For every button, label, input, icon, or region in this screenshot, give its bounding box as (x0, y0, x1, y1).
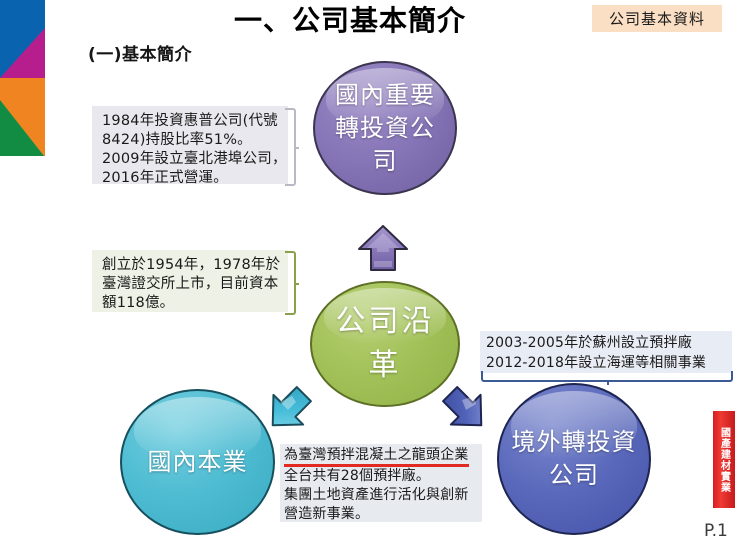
callout-core-line-3: 營造新事業。 (284, 506, 370, 522)
callout-overseas-bracket (481, 371, 733, 385)
circle-domestic-core-business[interactable]: 國內本業 (120, 389, 275, 535)
page-title: 一、公司基本簡介 (233, 4, 466, 37)
callout-core-line-2: 集團土地資產進行活化與創新 (284, 487, 469, 503)
callout-history-line-1: 創立於1954年，1978年於 (102, 257, 281, 273)
callout-investment-line-3: 2009年設立臺北港埠公司， (102, 151, 287, 167)
callout-core-business: 為臺灣預拌混凝土之龍頭企業 全台共有28個預拌廠。 集團土地資產進行活化與創新 … (280, 444, 482, 522)
circle-overseas-investments[interactable]: 境外轉投資公司 (497, 383, 651, 535)
callout-overseas: 2003-2005年於蘇州設立預拌廠 2012-2018年設立海運等相關事業 (480, 331, 733, 385)
callout-investment: 1984年投資惠普公司(代號 8424)持股比率51%。 2009年設立臺北港埠… (92, 106, 299, 186)
circle-domestic-core-business-label: 國內本業 (147, 447, 248, 476)
circle-overseas-investments-label: 境外轉投資公司 (511, 428, 637, 489)
circle-domestic-key-investments[interactable]: 國內重要轉投資公司 (313, 61, 457, 195)
callout-history: 創立於1954年，1978年於 臺灣證交所上市，目前資本 額118億。 (92, 250, 299, 315)
callout-overseas-line-2: 2012-2018年設立海運等相關事業 (486, 355, 707, 371)
section-subtitle: (一)基本簡介 (88, 45, 193, 65)
circle-company-history-label: 公司沿革 (335, 304, 435, 383)
page-number: P.1 (704, 521, 728, 541)
callout-investment-bracket (285, 108, 299, 186)
arrow-down-left-cyan-icon (258, 378, 320, 444)
callout-investment-line-4: 2016年正式營運。 (102, 170, 228, 186)
arrow-down-right-blue-icon (434, 378, 496, 444)
circle-domestic-key-investments-label: 國內重要轉投資公司 (335, 80, 435, 175)
callout-history-line-2: 臺灣證交所上市，目前資本 (102, 276, 279, 292)
callout-investment-line-2: 8424)持股比率51%。 (102, 132, 252, 148)
company-side-badge: 國產建材實業 (713, 411, 735, 508)
callout-history-line-3: 額118億。 (102, 295, 175, 311)
callout-core-line-1: 全台共有28個預拌廠。 (284, 468, 431, 484)
arrow-up-purple-icon (355, 222, 411, 282)
tangram-logo (0, 0, 45, 156)
corner-badge: 公司基本資料 (592, 5, 722, 32)
callout-history-bracket (285, 251, 299, 315)
company-side-badge-label: 國產建材實業 (718, 426, 730, 493)
callout-core-headline: 為臺灣預拌混凝土之龍頭企業 (284, 446, 469, 467)
callout-overseas-line-1: 2003-2005年於蘇州設立預拌廠 (486, 335, 692, 351)
callout-investment-line-1: 1984年投資惠普公司(代號 (102, 113, 278, 129)
